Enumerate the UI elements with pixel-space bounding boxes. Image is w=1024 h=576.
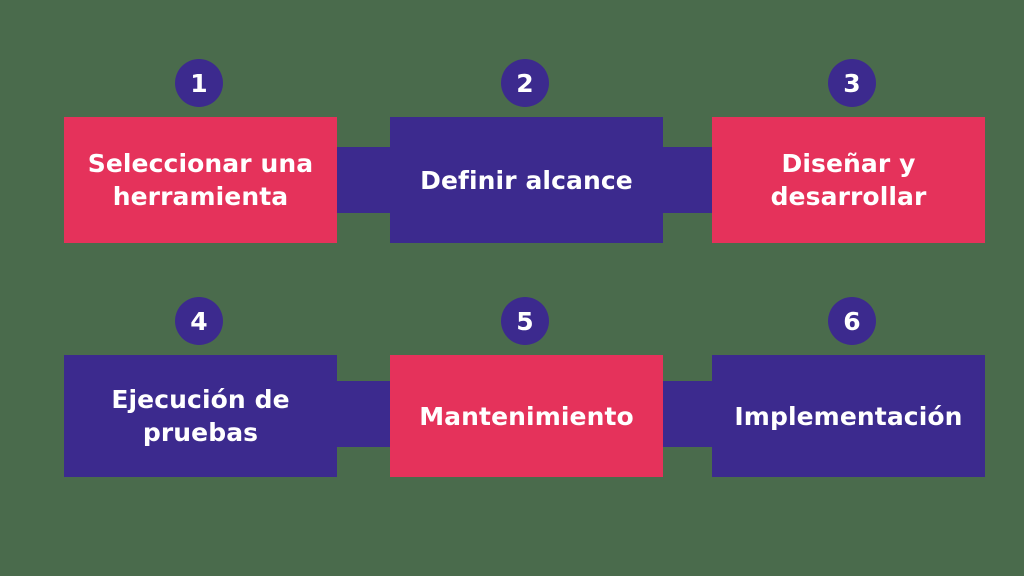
step-badge-3-number: 3 <box>843 68 861 98</box>
step-badge-3: 3 <box>828 59 876 107</box>
step-badge-5-number: 5 <box>516 306 534 336</box>
step-box-2[interactable]: Definir alcance <box>390 117 663 243</box>
step-badge-6: 6 <box>828 297 876 345</box>
step-badge-2: 2 <box>501 59 549 107</box>
step-box-6[interactable]: Implementación <box>712 355 985 477</box>
connector-step5-step6 <box>656 381 719 447</box>
step-badge-2-number: 2 <box>516 68 534 98</box>
step-box-1[interactable]: Seleccionar una herramienta <box>64 117 337 243</box>
step-box-5[interactable]: Mantenimiento <box>390 355 663 477</box>
step-badge-5: 5 <box>501 297 549 345</box>
connector-step2-step3 <box>656 147 719 213</box>
step-badge-1: 1 <box>175 59 223 107</box>
step-badge-1-number: 1 <box>190 68 208 98</box>
step-box-3[interactable]: Diseñar y desarrollar <box>712 117 985 243</box>
step-box-4[interactable]: Ejecución de pruebas <box>64 355 337 477</box>
step-label-3: Diseñar y desarrollar <box>770 149 927 211</box>
step-label-6: Implementación <box>734 401 963 431</box>
connector-step1-step2 <box>330 147 397 213</box>
step-label-2: Definir alcance <box>420 165 633 195</box>
step-label-4: Ejecución de pruebas <box>111 385 290 447</box>
step-label-1: Seleccionar una herramienta <box>87 149 314 211</box>
step-badge-4: 4 <box>175 297 223 345</box>
step-label-5: Mantenimiento <box>419 401 634 431</box>
step-badge-6-number: 6 <box>843 306 861 336</box>
connector-step4-step5 <box>330 381 397 447</box>
step-badge-4-number: 4 <box>190 306 208 336</box>
